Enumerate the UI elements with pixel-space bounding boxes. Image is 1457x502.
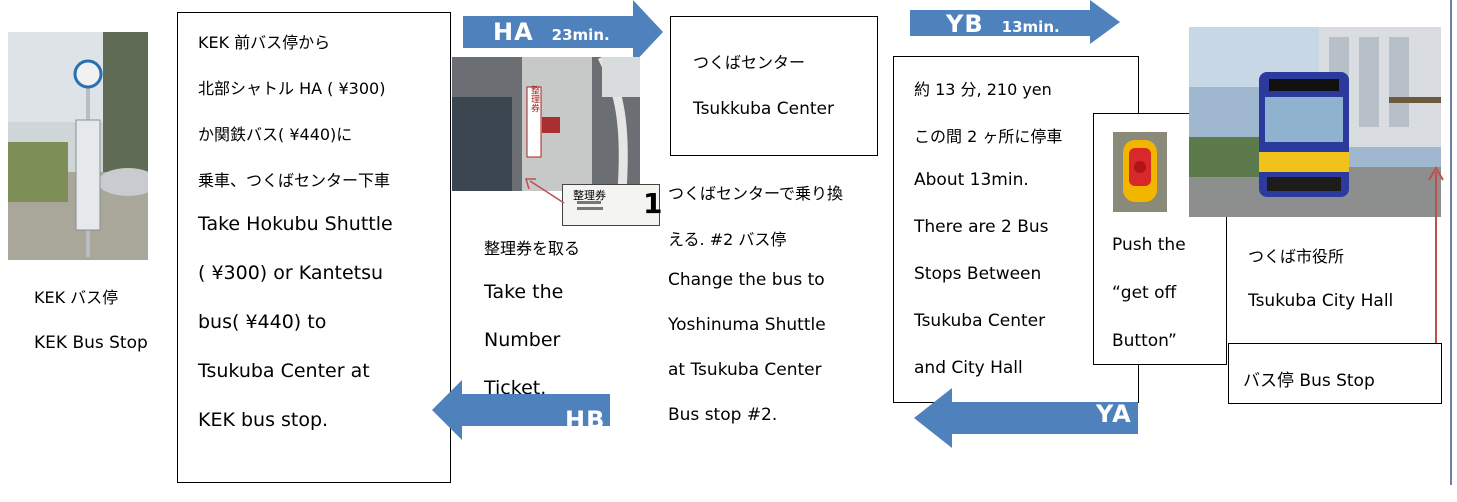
arrow-yb-time: 13min. xyxy=(1001,18,1060,36)
ride-line: About 13min. xyxy=(914,170,1029,190)
step1-box: KEK 前バス停から 北部シャトル HA ( ¥300) か関鉄バス( ¥440… xyxy=(177,12,451,483)
kek-stop-label-ja: KEK バス停 xyxy=(34,288,119,307)
transfer-line: at Tsukuba Center xyxy=(668,360,822,380)
ride-line: 約 13 分, 210 yen xyxy=(914,80,1052,99)
step1-line: か関鉄バス( ¥440)に xyxy=(198,125,353,144)
push-text: Push the “get off Button” xyxy=(1112,235,1186,379)
push-line: “get off xyxy=(1112,283,1177,303)
ticket-sign-text: 整理券 xyxy=(529,84,540,113)
step1-line: ( ¥300) or Kantetsu xyxy=(198,262,384,284)
step1-line: Take Hokubu Shuttle xyxy=(198,213,393,235)
ride-line: and City Hall xyxy=(914,358,1023,378)
center-label-en: Tsukkuba Center xyxy=(693,99,834,119)
transfer-line: Yoshinuma Shuttle xyxy=(668,315,826,335)
ride-line: この間 2 ヶ所に停車 xyxy=(914,127,1063,146)
step1-line: KEK 前バス停から xyxy=(198,33,331,52)
arrow-ha xyxy=(463,0,663,64)
ticket-line: Number xyxy=(484,329,561,351)
step1-line: 乗車、つくばセンター下車 xyxy=(198,171,391,190)
ticket-slip: 整理券 1 xyxy=(562,184,663,226)
kek-stop-label-en: KEK Bus Stop xyxy=(34,333,148,353)
bus-stop-label: バス停 Bus Stop xyxy=(1243,371,1375,391)
step1-line: 北部シャトル HA ( ¥300) xyxy=(198,79,386,98)
step1-line: bus( ¥440) to xyxy=(198,311,327,333)
center-label-ja: つくばセンター xyxy=(693,53,806,72)
ticket-connector xyxy=(524,178,565,204)
arrow-ha-code: HA xyxy=(493,18,534,46)
transfer-line: つくばセンターで乗り換 xyxy=(668,184,844,203)
city-hall-label-ja: つくば市役所 xyxy=(1248,247,1345,266)
ticket-slip-title: 整理券 xyxy=(573,189,606,202)
arrow-yb xyxy=(910,0,1120,44)
ride-line: Stops Between xyxy=(914,264,1042,284)
bus-stop-connector xyxy=(1428,166,1444,343)
arrow-ha-label: HA 23min. xyxy=(493,18,610,46)
city-hall-label-en: Tsukuba City Hall xyxy=(1248,291,1394,311)
arrow-ya-code: YA xyxy=(1096,400,1132,428)
arrow-hb-code: HB xyxy=(565,406,606,434)
ticket-machine-photo: 整理券 xyxy=(452,57,640,191)
ticket-line: Take the xyxy=(484,281,564,303)
transfer-line: Change the bus to xyxy=(668,270,825,290)
ticket-slip-number: 1 xyxy=(643,187,663,220)
arrow-hb xyxy=(432,380,610,440)
ticket-line-ja: 整理券を取る xyxy=(484,239,581,258)
step1-line: Tsukuba Center at xyxy=(198,360,370,382)
step1-line: KEK bus stop. xyxy=(198,409,329,431)
arrow-ya xyxy=(914,388,1138,448)
push-line: Push the xyxy=(1112,235,1186,255)
bus-stop-box: バス停 Bus Stop xyxy=(1228,343,1442,404)
ticket-text: 整理券を取る Take the Number Ticket. xyxy=(484,235,580,425)
transfer-line: える. #2 バス停 xyxy=(668,230,787,249)
arrow-ha-time: 23min. xyxy=(551,26,610,44)
transfer-text: つくばセンターで乗り換 える. #2 バス停 Change the bus to… xyxy=(668,180,843,450)
ticket-line: Ticket. xyxy=(484,377,547,399)
page-edge-rule xyxy=(1450,0,1452,485)
ride-line: Tsukuba Center xyxy=(914,311,1046,331)
kek-bus-stop-photo xyxy=(8,32,148,260)
transfer-line: Bus stop #2. xyxy=(668,405,778,425)
arrow-yb-code: YB xyxy=(946,10,984,38)
ride-line: There are 2 Bus xyxy=(914,217,1049,237)
city-hall-bus-photo xyxy=(1189,27,1441,217)
arrow-yb-label: YB 13min. xyxy=(946,10,1060,38)
center-box: つくばセンター Tsukkuba Center xyxy=(670,16,878,156)
get-off-button-photo xyxy=(1113,132,1167,212)
push-line: Button” xyxy=(1112,331,1177,351)
